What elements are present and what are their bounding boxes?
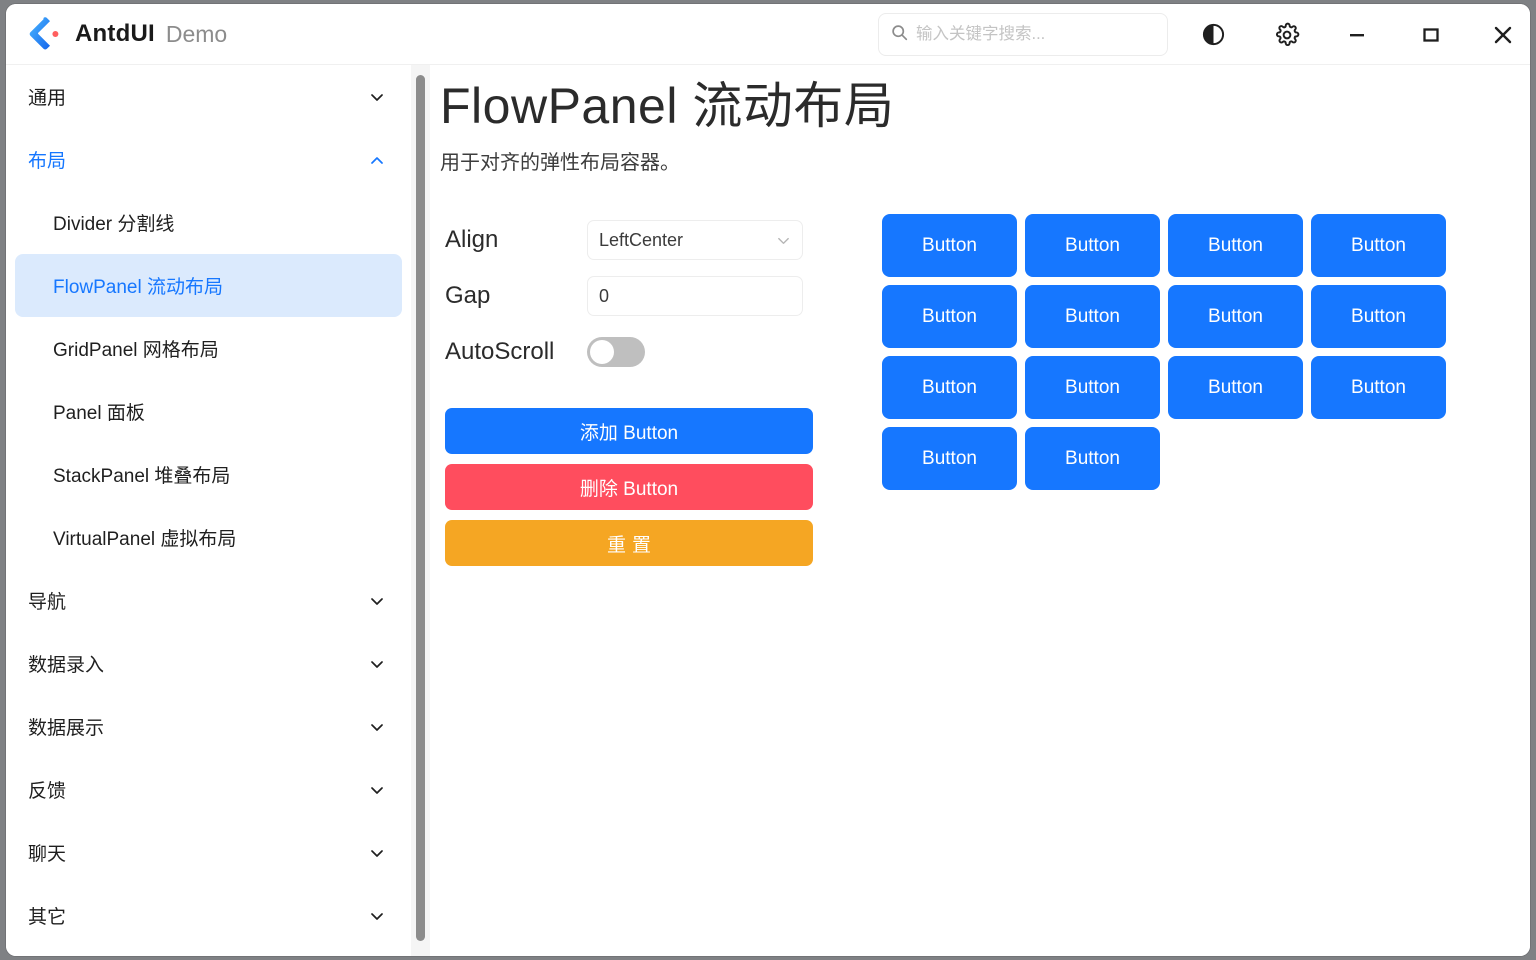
sidebar-group-other[interactable]: 其它	[6, 884, 411, 947]
flow-button[interactable]: Button	[1311, 214, 1446, 277]
controls-column: Align LeftCenter Gap AutoScroll	[440, 212, 820, 566]
sidebar-scrollbar-track[interactable]	[411, 65, 430, 956]
search-box[interactable]	[878, 13, 1168, 56]
align-select-value: LeftCenter	[599, 229, 684, 250]
align-select[interactable]: LeftCenter	[587, 220, 803, 260]
sidebar-group-layout[interactable]: 布局	[6, 128, 411, 191]
app-title: AntdUI	[75, 20, 155, 47]
search-input[interactable]	[916, 14, 1155, 55]
flow-button[interactable]: Button	[882, 214, 1017, 277]
flow-button[interactable]: Button	[1025, 214, 1160, 277]
brand: AntdUI Demo	[28, 17, 227, 51]
sidebar-item-gridpanel[interactable]: GridPanel 网格布局	[15, 317, 402, 380]
main-content: FlowPanel 流动布局 用于对齐的弹性布局容器。 Align LeftCe…	[430, 65, 1530, 956]
sidebar-group-navigation[interactable]: 导航	[6, 569, 411, 632]
sidebar-item-label: StackPanel 堆叠布局	[53, 466, 231, 487]
sidebar-group-data-display[interactable]: 数据展示	[6, 695, 411, 758]
flow-button[interactable]: Button	[1025, 285, 1160, 348]
chevron-down-icon	[371, 849, 383, 857]
sidebar-group-chat[interactable]: 聊天	[6, 821, 411, 884]
sidebar-item-label: GridPanel 网格布局	[53, 340, 219, 361]
sidebar-group-label: 其它	[28, 907, 67, 928]
sidebar-group-data-entry[interactable]: 数据录入	[6, 632, 411, 695]
autoscroll-toggle[interactable]	[587, 337, 645, 367]
sidebar-item-label: FlowPanel 流动布局	[53, 277, 223, 298]
sidebar-item-label: Divider 分割线	[53, 214, 175, 235]
sidebar-item-flowpanel[interactable]: FlowPanel 流动布局	[15, 254, 402, 317]
add-button-button[interactable]: 添加 Button	[445, 408, 813, 454]
sidebar-item-label: Panel 面板	[53, 403, 145, 424]
autoscroll-row: AutoScroll	[445, 324, 820, 380]
sidebar-group-label: 导航	[28, 592, 67, 613]
flow-button[interactable]: Button	[882, 285, 1017, 348]
sidebar-group-label: 布局	[28, 151, 67, 172]
flow-panel-demo: Button Button Button Button Button Butto…	[882, 212, 1462, 490]
sidebar-scrollbar-thumb[interactable]	[416, 75, 425, 941]
sidebar-group-general[interactable]: 通用	[6, 65, 411, 128]
gap-input[interactable]	[587, 276, 803, 316]
toggle-knob	[590, 340, 614, 364]
chevron-down-icon	[371, 93, 383, 101]
flow-button[interactable]: Button	[1168, 285, 1303, 348]
sidebar-nav: 通用 布局 Divider 分割线 FlowPanel 流动布局 GridPan…	[6, 65, 411, 956]
align-row: Align LeftCenter	[445, 212, 820, 268]
chevron-up-icon	[371, 156, 383, 164]
sidebar-group-label: 数据录入	[28, 655, 105, 676]
flow-button[interactable]: Button	[882, 356, 1017, 419]
autoscroll-label: AutoScroll	[445, 338, 555, 365]
page-description: 用于对齐的弹性布局容器。	[440, 152, 680, 174]
sidebar-group-label: 反馈	[28, 781, 67, 802]
gap-label: Gap	[445, 282, 491, 309]
reset-button[interactable]: 重置	[445, 520, 813, 566]
flow-button[interactable]: Button	[1168, 214, 1303, 277]
chevron-down-icon	[371, 660, 383, 668]
chevron-down-icon	[371, 912, 383, 920]
body-area: 通用 布局 Divider 分割线 FlowPanel 流动布局 GridPan…	[6, 65, 1530, 956]
antdui-logo-icon	[28, 17, 62, 51]
align-label: Align	[445, 226, 499, 253]
sidebar-item-label: VirtualPanel 虚拟布局	[53, 529, 237, 550]
chevron-down-icon	[371, 597, 383, 605]
flow-button[interactable]: Button	[1311, 285, 1446, 348]
search-icon	[891, 24, 908, 46]
sidebar-item-virtualpanel[interactable]: VirtualPanel 虚拟布局	[15, 506, 402, 569]
gear-icon[interactable]	[1258, 4, 1316, 65]
gap-row: Gap	[445, 268, 820, 324]
sidebar-group-feedback[interactable]: 反馈	[6, 758, 411, 821]
flow-button[interactable]: Button	[882, 427, 1017, 490]
sidebar-group-label: 数据展示	[28, 718, 105, 739]
app-subtitle: Demo	[165, 20, 228, 47]
minimize-icon[interactable]	[1328, 4, 1386, 65]
page-title: FlowPanel 流动布局	[440, 78, 895, 134]
chevron-down-icon	[371, 723, 383, 731]
sidebar-group-label: 聊天	[28, 844, 67, 865]
demo-row: Align LeftCenter Gap AutoScroll	[440, 212, 1506, 566]
sidebar-item-panel[interactable]: Panel 面板	[15, 380, 402, 443]
flow-button[interactable]: Button	[1025, 356, 1160, 419]
chevron-down-icon	[778, 237, 789, 244]
chevron-down-icon	[371, 786, 383, 794]
app-window: AntdUI Demo	[6, 4, 1530, 956]
sidebar-item-divider[interactable]: Divider 分割线	[15, 191, 402, 254]
delete-button-button[interactable]: 删除 Button	[445, 464, 813, 510]
flow-button[interactable]: Button	[1311, 356, 1446, 419]
sidebar-group-label: 通用	[28, 88, 67, 109]
maximize-icon[interactable]	[1402, 4, 1460, 65]
sidebar-item-stackpanel[interactable]: StackPanel 堆叠布局	[15, 443, 402, 506]
flow-button[interactable]: Button	[1168, 356, 1303, 419]
theme-contrast-icon[interactable]	[1184, 4, 1242, 65]
title-bar: AntdUI Demo	[6, 4, 1530, 65]
flow-button[interactable]: Button	[1025, 427, 1160, 490]
close-icon[interactable]	[1474, 4, 1530, 65]
